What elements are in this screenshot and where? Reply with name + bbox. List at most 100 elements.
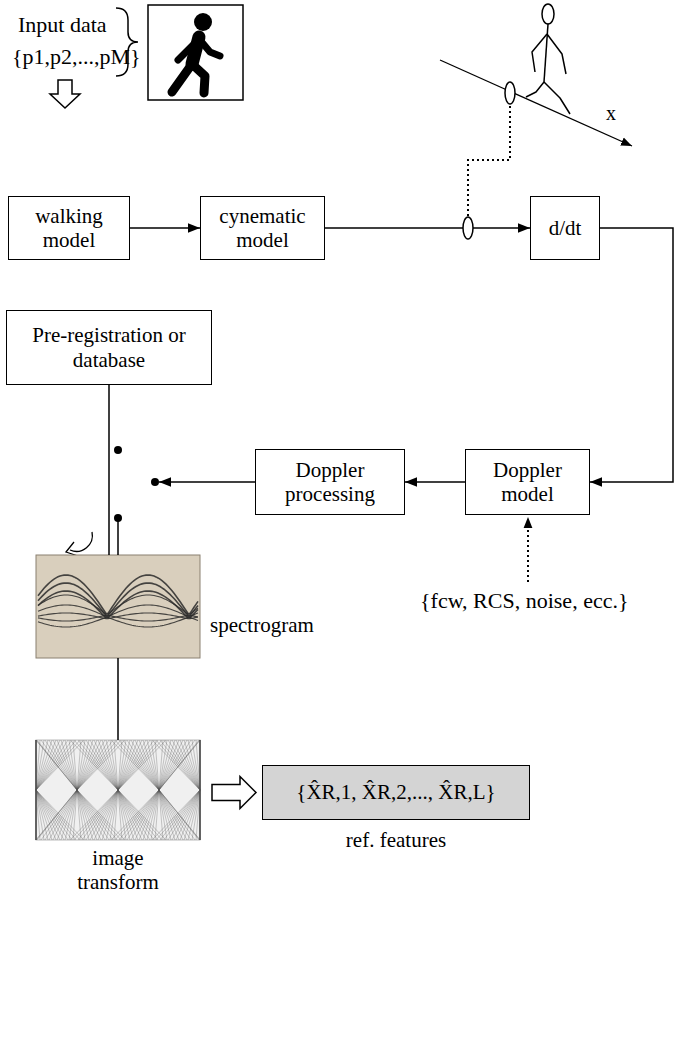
doppler-trace bbox=[38, 605, 198, 617]
transform-line bbox=[200, 740, 201, 790]
transform-line bbox=[115, 740, 159, 790]
transform-line bbox=[184, 740, 200, 790]
transform-line bbox=[36, 790, 37, 840]
connector-line bbox=[117, 518, 119, 555]
connector bbox=[118, 658, 119, 740]
transform-line bbox=[36, 740, 37, 790]
transform-line bbox=[111, 790, 159, 840]
transform-line bbox=[57, 740, 77, 790]
transform-line bbox=[200, 790, 201, 840]
transform-line bbox=[36, 740, 84, 790]
transform-line bbox=[45, 740, 77, 790]
transform-line bbox=[36, 790, 80, 840]
stick-figure bbox=[526, 4, 570, 114]
transform-line bbox=[86, 740, 118, 790]
transform-line bbox=[57, 790, 77, 840]
process-box: Doppler processing bbox=[255, 449, 405, 515]
transform-line bbox=[36, 740, 37, 790]
transform-line bbox=[36, 790, 37, 840]
connector-line bbox=[130, 227, 200, 229]
transform-line bbox=[74, 740, 118, 790]
switch-rotation bbox=[66, 532, 92, 556]
transform-line bbox=[36, 740, 37, 790]
x-axis bbox=[440, 60, 632, 146]
transform-line bbox=[200, 740, 201, 790]
transform-line bbox=[36, 790, 37, 840]
transform-line bbox=[200, 790, 201, 840]
node-text: Pre-registration or database bbox=[24, 323, 194, 371]
transform-line bbox=[78, 740, 118, 790]
input-params: {p1,p2,...,pM} bbox=[12, 44, 141, 69]
transform-line bbox=[36, 740, 76, 790]
transform-line bbox=[36, 790, 37, 840]
process-box: walking model bbox=[8, 196, 130, 260]
transform-line bbox=[159, 790, 200, 840]
transform-line bbox=[200, 740, 201, 790]
transform-line bbox=[36, 790, 37, 840]
transform-line bbox=[200, 740, 201, 790]
transform-line bbox=[36, 790, 37, 840]
transform-line bbox=[36, 790, 37, 840]
spectrogram-node: spectrogram bbox=[36, 555, 200, 658]
caption-text: image transform bbox=[68, 846, 168, 894]
spectrogram-image bbox=[36, 555, 200, 658]
switch-contact bbox=[151, 478, 159, 486]
node-text: {X̂R,1, X̂R,2,..., X̂R,L} bbox=[296, 780, 495, 804]
connector-line bbox=[405, 481, 465, 483]
param-arrow bbox=[527, 517, 529, 582]
transform-image bbox=[36, 740, 200, 840]
transform-line bbox=[74, 790, 118, 840]
transform-line bbox=[200, 740, 201, 790]
transform-line bbox=[200, 790, 201, 840]
database-box: Pre-registration or database bbox=[6, 310, 212, 385]
walking-icon bbox=[148, 5, 243, 100]
transform-line bbox=[127, 790, 159, 840]
transform-line bbox=[37, 790, 77, 840]
transform-line bbox=[70, 740, 118, 790]
transform-line bbox=[102, 740, 118, 790]
transform-line bbox=[36, 740, 37, 790]
connector-line bbox=[159, 481, 255, 483]
transform-line bbox=[176, 740, 200, 790]
transform-line bbox=[152, 740, 200, 790]
transform-line bbox=[143, 790, 159, 840]
transform-line bbox=[36, 740, 37, 790]
transform-line bbox=[36, 740, 37, 790]
transform-ground bbox=[36, 740, 200, 840]
transform-line bbox=[156, 740, 200, 790]
transform-line bbox=[139, 740, 159, 790]
transform-line bbox=[82, 790, 118, 840]
axis-label: x bbox=[606, 102, 616, 125]
node-text: Doppler processing bbox=[268, 458, 393, 506]
transform-line bbox=[49, 740, 77, 790]
transform-line bbox=[36, 740, 80, 790]
transform-line bbox=[77, 790, 121, 840]
transform-line bbox=[200, 790, 201, 840]
transform-line bbox=[119, 790, 159, 840]
doppler-trace bbox=[38, 615, 198, 621]
process-box: d/dt bbox=[530, 196, 600, 260]
transform-line bbox=[36, 740, 77, 790]
transform-line bbox=[36, 790, 77, 840]
transform-line bbox=[94, 740, 118, 790]
transform-line bbox=[200, 790, 201, 840]
connector bbox=[118, 482, 255, 555]
transform-line bbox=[156, 790, 200, 840]
transform-line bbox=[200, 740, 201, 790]
transform-line bbox=[200, 740, 201, 790]
transform-line bbox=[36, 740, 37, 790]
transform-line bbox=[159, 740, 200, 790]
transform-line bbox=[123, 790, 159, 840]
transform-line bbox=[184, 790, 200, 840]
connector bbox=[590, 228, 673, 482]
transform-line bbox=[200, 790, 201, 840]
transform-line bbox=[36, 740, 37, 790]
transform-line bbox=[118, 790, 166, 840]
doppler-trace bbox=[38, 617, 198, 627]
transform-line bbox=[45, 790, 77, 840]
transform-line bbox=[98, 740, 118, 790]
transform-line bbox=[200, 790, 201, 840]
transform-line bbox=[86, 790, 118, 840]
transform-line bbox=[200, 790, 201, 840]
transform-line bbox=[61, 790, 77, 840]
